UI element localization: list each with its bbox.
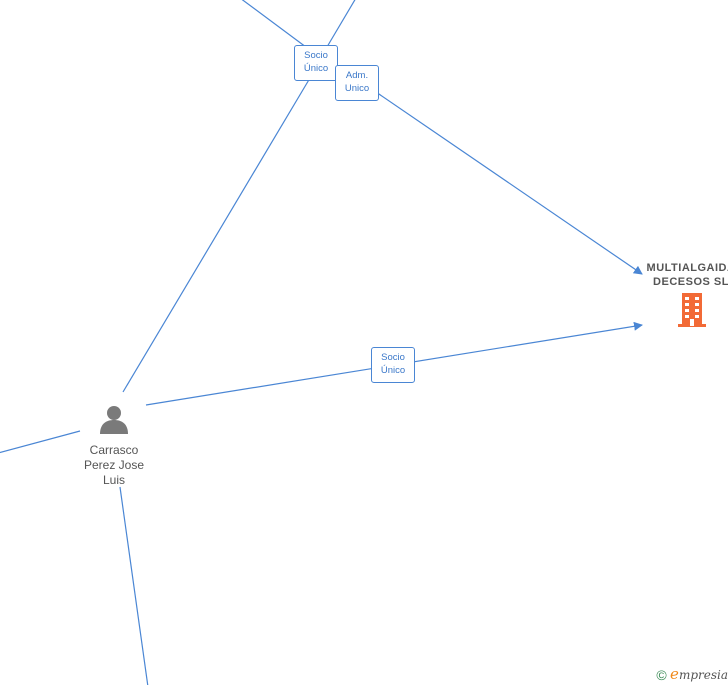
building-icon	[678, 293, 706, 327]
person-name-line: Carrasco	[89, 443, 139, 457]
person-name-line: Perez Jose	[83, 458, 145, 472]
company-node[interactable]: MULTIALGAIDA DECESOS SL	[636, 261, 728, 332]
edge-label-socio-unico-top[interactable]: Socio Único	[294, 45, 338, 81]
company-name: MULTIALGAIDA DECESOS SL	[636, 261, 728, 289]
edge-top-in	[323, 0, 356, 53]
edge-label-adm-unico[interactable]: Adm. Unico	[335, 65, 379, 101]
copyright-symbol: ©	[656, 667, 667, 683]
person-icon	[100, 406, 128, 434]
empresia-watermark[interactable]: © empresia	[656, 665, 728, 683]
person-node[interactable]: Carrasco Perez Jose Luis	[69, 404, 159, 488]
edge-adm-to-company	[375, 91, 643, 275]
edge-person-to-top	[122, 77, 311, 393]
brand-name: mpresia	[678, 668, 728, 682]
edge-label-line: Socio	[381, 352, 405, 363]
edge-label-line: Único	[380, 365, 406, 376]
edge-label-socio-unico-mid[interactable]: Socio Único	[371, 347, 415, 383]
person-name: Carrasco Perez Jose Luis	[69, 443, 159, 488]
company-name-line: DECESOS SL	[653, 276, 728, 288]
edge-label-line: Adm.	[345, 70, 369, 81]
edge-label-line: Único	[303, 63, 329, 74]
person-name-line: Luis	[102, 473, 125, 487]
edge-label-line: Unico	[344, 83, 370, 94]
edge-left-in	[0, 430, 81, 454]
edge-bottom-out	[119, 486, 149, 685]
brand-initial: e	[670, 665, 679, 683]
edge-label-line: Socio	[304, 50, 328, 61]
company-name-line: MULTIALGAIDA	[646, 262, 728, 274]
